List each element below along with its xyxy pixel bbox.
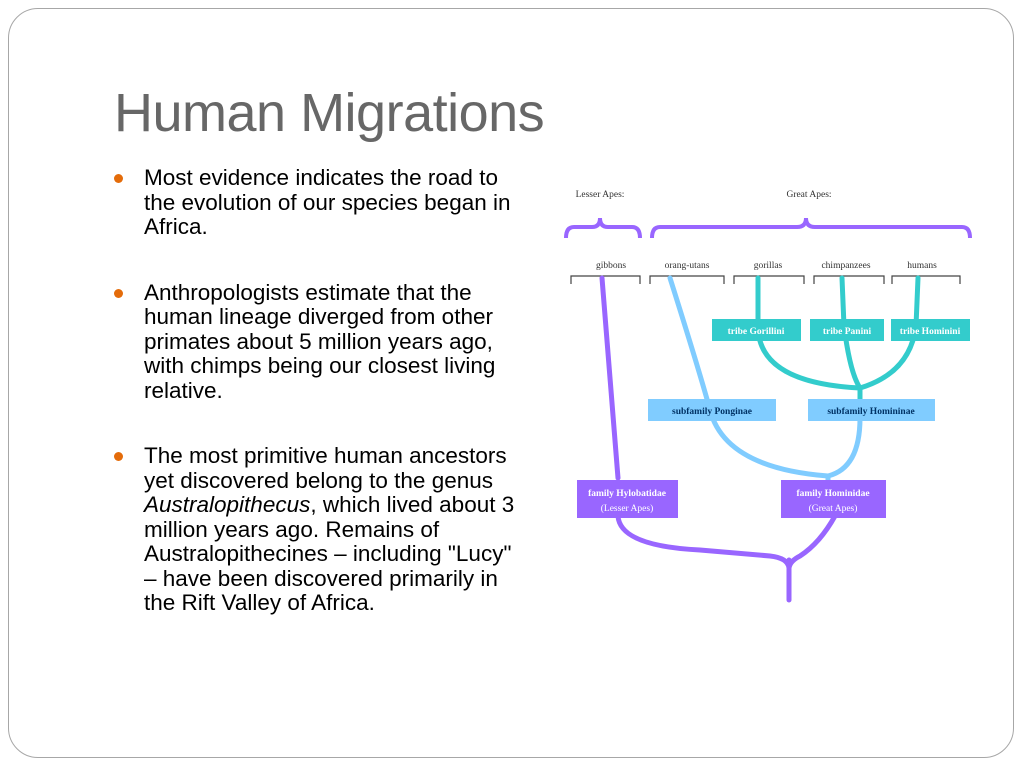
- bullet-dot-icon: [114, 288, 123, 298]
- box-subfamily-ponginae: [648, 399, 776, 421]
- slide-title: Human Migrations: [114, 83, 545, 143]
- taxon-gibbons: gibbons: [596, 261, 626, 271]
- bullet-dot-icon: [114, 452, 123, 461]
- box-family-hominidae: [781, 480, 886, 518]
- label-subfamily-homininae: subfamily Homininae: [827, 407, 914, 417]
- box-tribe-hominini: [891, 319, 970, 341]
- label-family-hylobatidae-sub: (Lesser Apes): [601, 503, 654, 514]
- label-tribe-gorillini: tribe Gorillini: [728, 327, 785, 337]
- taxon-chimpanzees: chimpanzees: [821, 261, 870, 271]
- bullet-item-2: Anthropologists estimate that the human …: [112, 279, 522, 404]
- label-family-hominidae-sub: (Great Apes): [809, 503, 858, 514]
- bullet-dot-icon: [114, 174, 123, 183]
- group-label-lesser-apes: Lesser Apes:: [576, 190, 625, 200]
- box-tribe-gorillini: [712, 319, 801, 341]
- label-family-hominidae: family Hominidae: [796, 489, 869, 499]
- taxon-gorillas: gorillas: [754, 261, 783, 271]
- brace-great-apes: [650, 217, 972, 239]
- bullet-text: Most evidence indicates the road to the …: [144, 165, 511, 239]
- label-subfamily-ponginae: subfamily Ponginae: [672, 407, 752, 417]
- bullet-item-3: The most primitive human ancestors yet d…: [112, 443, 522, 616]
- slide-frame: [8, 8, 1014, 758]
- box-subfamily-homininae: [808, 399, 935, 421]
- group-label-great-apes: Great Apes:: [786, 190, 831, 200]
- bullet-text: Anthropologists estimate that the human …: [144, 279, 496, 403]
- label-tribe-hominini: tribe Hominini: [900, 327, 961, 337]
- bullet-item-1: Most evidence indicates the road to the …: [112, 165, 522, 240]
- genus-name: Australopithecus: [144, 492, 311, 517]
- bullet-list: Most evidence indicates the road to the …: [112, 165, 522, 657]
- brace-lesser-apes: [564, 217, 642, 239]
- taxon-orang-utans: orang-utans: [665, 261, 710, 271]
- purple-branches: [599, 275, 838, 603]
- bullet-text-before: The most primitive human ancestors yet d…: [144, 443, 507, 493]
- taxon-brackets: [570, 275, 961, 284]
- box-tribe-panini: [810, 319, 884, 341]
- label-tribe-panini: tribe Panini: [823, 327, 872, 337]
- bullet-text-after: , which lived about 3 million years ago.…: [144, 492, 515, 615]
- primate-family-tree: Lesser Apes: Great Apes: gibbons orang-u…: [564, 190, 972, 603]
- box-family-hylobatidae: [577, 480, 678, 518]
- label-family-hylobatidae: family Hylobatidae: [588, 489, 666, 499]
- taxon-humans: humans: [907, 261, 937, 271]
